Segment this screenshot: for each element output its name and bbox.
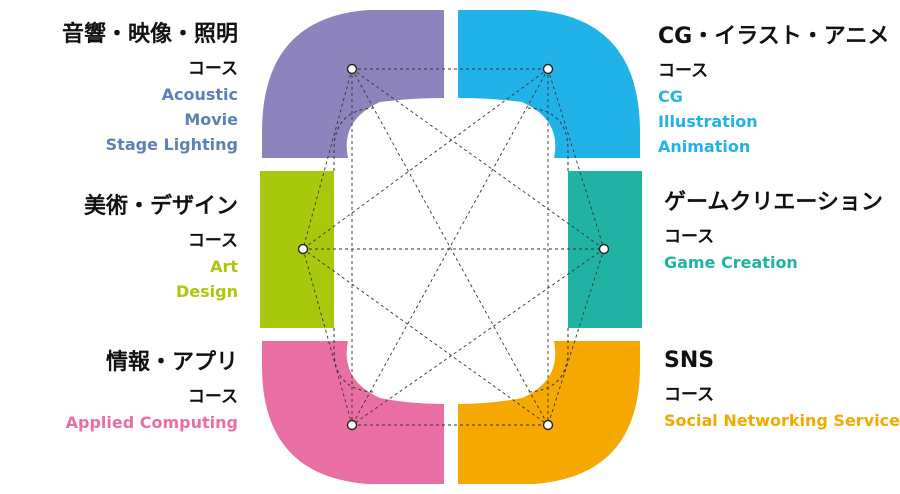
course-en-acoustic-1: Acoustic (161, 85, 238, 104)
course-en-cg-2: Illustration (658, 112, 758, 131)
course-title-applied: 情報・アプリ (105, 350, 238, 375)
edge-cg-applied (351, 68, 549, 426)
label-cg: CG・イラスト・アニメ コース CG Illustration Animatio… (658, 22, 889, 159)
label-art: 美術・デザイン コース Art Design (84, 192, 238, 304)
course-suffix-sns: コース (664, 385, 715, 405)
course-suffix-art: コース (187, 231, 238, 251)
node-applied (346, 419, 358, 431)
node-game (598, 243, 610, 255)
course-title-art: 美術・デザイン (83, 194, 238, 219)
segment-cg (458, 10, 640, 158)
course-title-cg: CG・イラスト・アニメ (658, 24, 890, 49)
course-en-acoustic-2: Movie (184, 110, 238, 129)
label-acoustic: 音響・映像・照明 コース Acoustic Movie Stage Lighti… (62, 20, 238, 157)
segment-applied (262, 341, 444, 484)
segment-sns (458, 341, 640, 484)
label-game: ゲームクリエーション コース Game Creation (664, 188, 883, 275)
course-title-acoustic: 音響・映像・照明 (61, 22, 238, 47)
edge-game-sns (547, 248, 605, 426)
edge-art-sns (302, 248, 549, 426)
edge-cg-game (547, 68, 605, 250)
course-suffix-cg: コース (658, 61, 709, 81)
connection-lines (302, 68, 605, 426)
course-en-art-1: Art (210, 257, 238, 276)
course-nodes (297, 63, 610, 431)
course-title-game: ゲームクリエーション (664, 190, 883, 215)
course-en-acoustic-3: Stage Lighting (105, 135, 238, 154)
segment-acoustic (262, 10, 444, 158)
node-art (297, 243, 309, 255)
label-sns: SNS コース Social Networking Service (664, 346, 900, 433)
edge-art-applied (302, 248, 353, 426)
course-en-sns-1: Social Networking Service (664, 411, 900, 430)
course-en-applied-1: Applied Computing (65, 413, 238, 432)
course-suffix-applied: コース (187, 387, 238, 407)
course-en-cg-1: CG (658, 87, 683, 106)
edge-acoustic-art (302, 68, 353, 250)
segment-art (260, 171, 334, 328)
inner-outline (333, 107, 569, 393)
node-acoustic (346, 63, 358, 75)
edge-acoustic-sns (351, 68, 549, 426)
edge-cg-art (302, 68, 549, 250)
edge-acoustic-game (351, 68, 605, 250)
node-sns (542, 419, 554, 431)
label-applied: 情報・アプリ コース Applied Computing (66, 348, 238, 435)
course-suffix-game: コース (664, 227, 715, 247)
course-suffix-acoustic: コース (187, 59, 238, 79)
course-en-game-1: Game Creation (664, 253, 798, 272)
node-cg (542, 63, 554, 75)
course-en-cg-3: Animation (658, 137, 751, 156)
course-en-art-2: Design (176, 282, 238, 301)
course-title-sns: SNS (664, 348, 715, 373)
